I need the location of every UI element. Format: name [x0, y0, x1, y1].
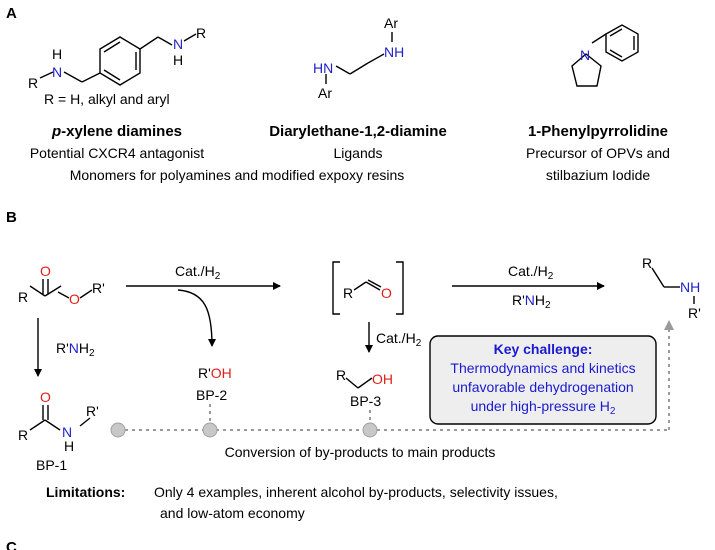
bp2-roh: R'OH — [198, 365, 232, 381]
xylene-r-left: R — [28, 75, 38, 91]
conversion-node-bp1 — [110, 422, 126, 438]
step2-reagent: R'NH2 — [512, 292, 551, 311]
panel-c-label: C — [6, 539, 17, 550]
xylene-use: Potential CXCR4 antagonist — [30, 145, 204, 161]
xylene-diamine-structure — [39, 33, 197, 86]
panel-a-label: A — [6, 5, 17, 22]
phenylpyrrolidine-use-2: stilbazium Iodide — [546, 167, 650, 183]
xylene-h-right: H — [173, 52, 183, 68]
xylene-name: p-xylene diamines — [51, 123, 182, 140]
diarylethane-use: Ligands — [333, 145, 382, 161]
xylene-n-right: N — [173, 36, 183, 52]
bp1-r: R — [18, 427, 28, 443]
ester-r: R — [18, 289, 28, 305]
monomers-text: Monomers for polyamines and modified exp… — [70, 167, 405, 183]
phenylpyrrolidine-name: 1-Phenylpyrrolidine — [528, 123, 668, 140]
phenylpyrrolidine-use-1: Precursor of OPVs and — [526, 145, 670, 161]
key-challenge-line1: Thermodynamics and kinetics — [450, 360, 635, 376]
xylene-h-left: H — [52, 46, 62, 62]
limitations-line1: Only 4 examples, inherent alcohol by-pro… — [154, 484, 558, 500]
aldehyde-r: R — [343, 285, 353, 301]
aldehyde-brackets — [332, 261, 404, 315]
bp2-label: BP-2 — [196, 387, 227, 403]
conversion-node-bp3 — [362, 422, 378, 438]
ester-structure — [29, 279, 93, 299]
aldehyde-o: O — [381, 285, 392, 301]
step3-label: Cat./H2 — [376, 330, 422, 349]
aldehyde-structure — [353, 279, 382, 291]
product-amine-structure — [651, 267, 695, 304]
key-challenge-line2: unfavorable dehydrogenation — [452, 379, 633, 395]
diarylethane-ar-top: Ar — [384, 15, 398, 31]
diarylethane-hn-left: HN — [313, 60, 333, 76]
product-r-prime: R' — [688, 305, 701, 321]
bp3-oh: OH — [372, 371, 393, 387]
xylene-n-left: N — [52, 64, 62, 80]
product-nh: NH — [680, 279, 700, 295]
ester-o-carbonyl: O — [40, 263, 51, 279]
bp2-curved-arrow — [177, 289, 216, 347]
bp3-r: R — [336, 367, 346, 383]
phenylpyrrolidine-n: N — [580, 47, 590, 63]
limitations-line2: and low-atom economy — [160, 505, 305, 521]
key-challenge-title: Key challenge: — [494, 341, 593, 357]
bp3-structure — [345, 377, 373, 389]
bp1-structure — [29, 405, 91, 431]
key-challenge-line3: under high-pressure H2 — [471, 398, 616, 417]
step2-label: Cat./H2 — [508, 263, 554, 282]
limitations-label: Limitations: — [46, 484, 125, 500]
bp1-h: H — [64, 438, 74, 454]
diarylethane-structure — [325, 32, 393, 84]
conversion-text: Conversion of by-products to main produc… — [225, 444, 496, 460]
ester-o-ester: O — [69, 291, 80, 307]
xylene-r-definition: R = H, alkyl and aryl — [44, 91, 170, 107]
xylene-r-right: R — [196, 25, 206, 41]
key-challenge-box — [429, 335, 657, 425]
product-r: R — [642, 255, 652, 271]
ester-r-prime: R' — [92, 280, 105, 296]
diarylethane-ar-bottom: Ar — [318, 85, 332, 101]
diarylethane-nh-top: NH — [384, 44, 404, 60]
bp1-label: BP-1 — [36, 457, 67, 473]
bp1-n: N — [62, 424, 72, 440]
phenylpyrrolidine-structure — [571, 24, 639, 87]
conversion-node-bp2 — [202, 422, 218, 438]
amidation-reagent: R'NH2 — [56, 340, 95, 359]
bp1-r-prime: R' — [86, 403, 99, 419]
step1-label: Cat./H2 — [175, 263, 221, 282]
panel-b-label: B — [6, 209, 17, 226]
bp1-o: O — [40, 389, 51, 405]
diarylethane-name: Diarylethane-1,2-diamine — [269, 123, 447, 140]
bp3-label: BP-3 — [350, 393, 381, 409]
